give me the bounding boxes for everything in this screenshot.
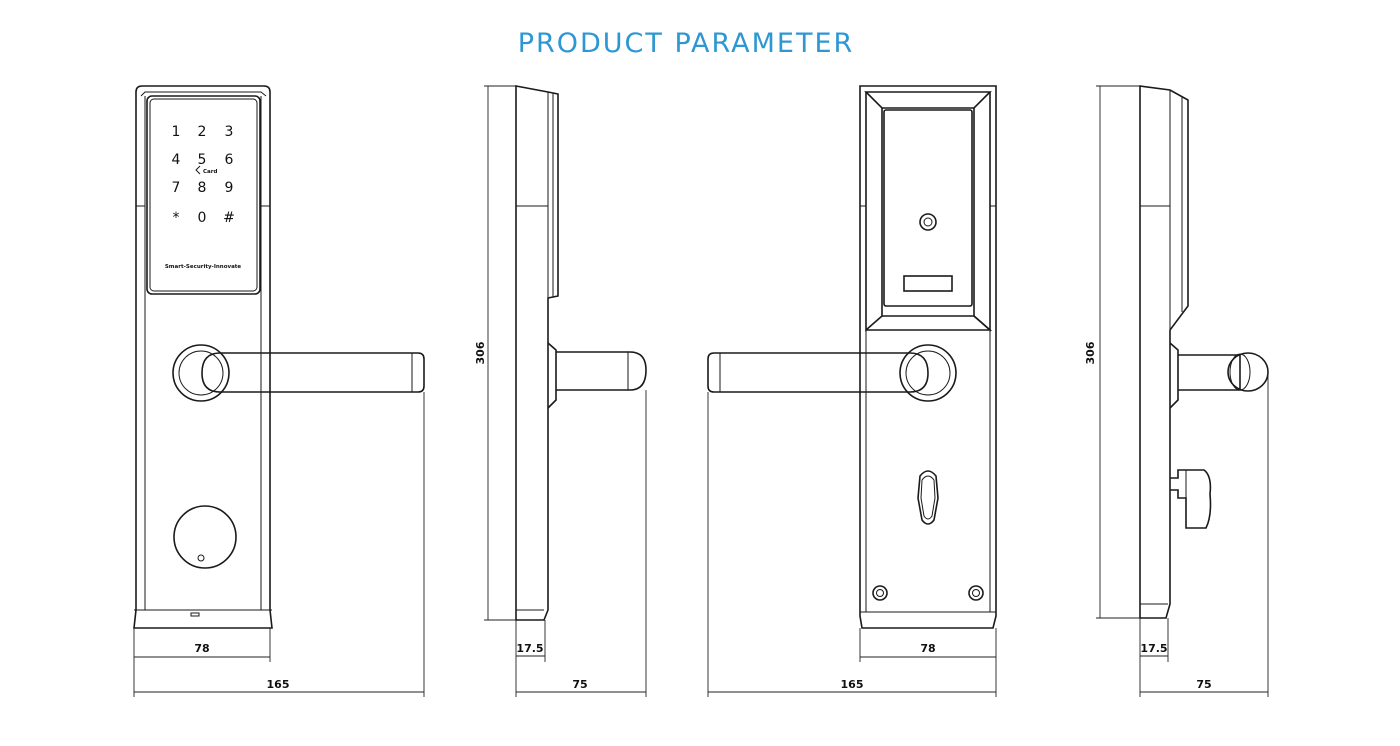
back-overall-width-label: 165 — [841, 678, 864, 691]
back-side-handle-rose — [1169, 342, 1179, 409]
key-3: 3 — [225, 124, 234, 140]
back-handle-lever — [707, 352, 929, 393]
front-dimension-78: 78 — [133, 628, 271, 662]
back-side-view: 306 17.5 75 — [1084, 85, 1269, 697]
battery-cover — [864, 91, 992, 109]
card-label: Card — [203, 169, 217, 175]
thumb-turn — [1170, 469, 1212, 529]
back-side-projection-label: 75 — [1196, 678, 1211, 691]
side-dimension-17-5: 17.5 — [515, 620, 546, 697]
front-overall-width-label: 165 — [267, 678, 290, 691]
key-star: * — [173, 210, 180, 226]
key-5: 5 — [198, 152, 207, 168]
front-inner-width-label: 78 — [194, 642, 209, 655]
back-side-depth-label: 17.5 — [1140, 642, 1167, 655]
front-dimension-165: 165 — [133, 392, 425, 697]
key-6: 6 — [225, 152, 234, 168]
key-8: 8 — [198, 180, 207, 196]
keyhole-icon — [917, 470, 939, 525]
back-dimension-78: 78 — [859, 628, 997, 697]
key-1: 1 — [172, 124, 181, 140]
side-height-label: 306 — [474, 341, 487, 364]
back-side-dimension-75: 75 — [1140, 372, 1269, 697]
key-9: 9 — [225, 180, 234, 196]
slogan-text: Smart-Security-Innovate — [165, 264, 242, 270]
key-2: 2 — [198, 124, 207, 140]
front-handle-rose — [172, 344, 230, 402]
keypad-panel — [146, 95, 261, 295]
key-4: 4 — [172, 152, 181, 168]
usb-port — [903, 275, 953, 292]
side-dimension-75: 75 — [516, 390, 647, 697]
back-side-handle-end — [1227, 352, 1269, 392]
reset-button — [919, 213, 937, 231]
back-side-height-label: 306 — [1084, 341, 1097, 364]
side-depth-label: 17.5 — [516, 642, 543, 655]
side-handle-rose — [547, 342, 557, 409]
back-dimension-165: 165 — [707, 392, 996, 697]
side-body-outline — [515, 85, 559, 621]
key-hash: # — [223, 210, 235, 226]
front-handle-lever — [201, 352, 425, 393]
screw-right — [968, 585, 984, 601]
key-7: 7 — [172, 180, 181, 196]
front-plate-outline — [133, 85, 273, 629]
back-handle-rose — [899, 344, 957, 402]
battery-compartment — [883, 109, 973, 307]
back-side-dimension-306: 306 — [1084, 85, 1140, 619]
side-view: 306 17.5 75 — [474, 85, 647, 697]
key-0: 0 — [198, 210, 207, 226]
side-dimension-306: 306 — [474, 85, 516, 621]
page-title: PRODUCT PARAMETER — [517, 28, 855, 59]
back-view: 78 165 — [707, 85, 997, 697]
back-plate-outline — [859, 85, 997, 629]
back-side-dimension-17-5: 17.5 — [1139, 618, 1169, 697]
back-side-handle-lever — [1178, 354, 1241, 391]
back-inner-width-label: 78 — [920, 642, 935, 655]
card-icon — [195, 165, 201, 175]
screw-left — [872, 585, 888, 601]
side-projection-label: 75 — [572, 678, 587, 691]
front-view: 1 2 3 4 5 6 7 8 9 * 0 # Card Smart-Secur… — [133, 85, 425, 697]
front-cylinder-cover — [173, 505, 237, 569]
side-handle-lever — [556, 351, 647, 391]
back-side-body-outline — [1139, 85, 1189, 619]
